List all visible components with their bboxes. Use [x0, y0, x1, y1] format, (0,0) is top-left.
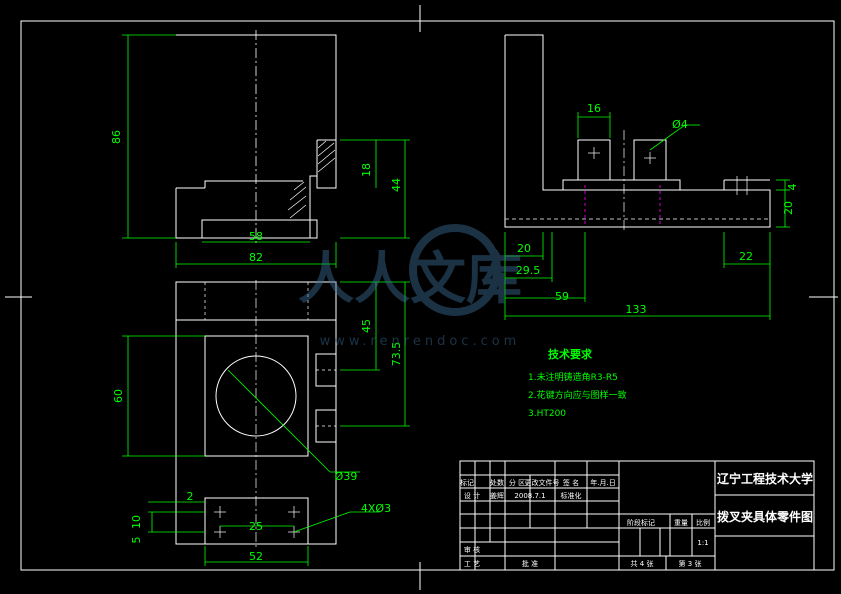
note-3: 3.HT200	[528, 409, 566, 419]
front-hatch	[287, 140, 336, 219]
dim-side-base: 20	[782, 201, 795, 215]
side-hole-marks	[588, 147, 748, 195]
dim-side-off2: 29.5	[516, 264, 541, 277]
watermark-url: www.renrendoc.com	[320, 334, 521, 349]
dim-bore: Ø39	[335, 470, 358, 483]
notes-heading: 技术要求	[548, 347, 593, 361]
title-block	[459, 460, 815, 571]
tb-zone: 分 区	[509, 478, 525, 487]
tb-change-doc: 更改文件号	[525, 478, 560, 487]
tb-sheet-no: 第 3 张	[679, 559, 702, 568]
watermark-logo-text: 人人文库	[298, 247, 522, 312]
dim-front-height: 86	[110, 130, 123, 144]
dim-side-offset: 4	[786, 184, 799, 191]
tb-sign: 签 名	[563, 478, 579, 487]
front-view	[175, 34, 337, 239]
tb-approve-label: 批 准	[522, 559, 538, 568]
front-dim-lines	[122, 34, 410, 268]
dim-hole-spacing: 25	[249, 520, 263, 533]
dim-front-inner: 58	[249, 230, 263, 243]
tb-school: 辽宁工程技术大学	[717, 471, 813, 486]
dim-small-10: 10	[130, 515, 143, 529]
dim-holes: 4XØ3	[361, 502, 391, 515]
dim-side-off3: 59	[555, 290, 569, 303]
dim-top-h3: 60	[112, 389, 125, 403]
side-hidden-holes	[584, 185, 661, 227]
note-2: 2.花键方向应与图样一致	[528, 389, 627, 401]
tb-designer: 姜辉	[490, 491, 504, 500]
tb-date: 2008.7.1	[514, 492, 545, 500]
tb-scale-label: 比例	[696, 518, 710, 527]
tb-design-label: 设 计	[464, 491, 480, 500]
top-base-holes	[214, 506, 300, 538]
tb-stage-label: 阶段标记	[627, 518, 655, 527]
dim-side-width: 22	[739, 250, 753, 263]
top-dim-lines	[122, 281, 410, 566]
tb-sheets: 共 4 张	[631, 559, 654, 568]
tb-process-label: 工 艺	[464, 560, 480, 568]
dim-side-off1: 20	[517, 242, 531, 255]
technical-notes: 技术要求 1.未注明铸造角R3-R5 2.花键方向应与图样一致 3.HT200	[528, 347, 627, 419]
dim-base-width: 52	[249, 550, 263, 563]
dim-side-total: 133	[626, 303, 647, 316]
dim-slot-height: 18	[360, 163, 373, 177]
tb-review-label: 审 核	[464, 545, 480, 554]
tb-count: 处数	[490, 478, 504, 487]
dim-small-2: 2	[187, 490, 194, 503]
side-view	[504, 34, 771, 228]
tb-date-head: 年.月.日	[590, 478, 615, 487]
dim-top-h1: 45	[360, 319, 373, 333]
tb-std-label: 标准化	[561, 491, 582, 500]
dim-side-block: 16	[587, 102, 601, 115]
drawing-frame	[20, 20, 835, 571]
dim-boss-height: 44	[390, 178, 403, 192]
dim-side-hole: Ø4	[672, 118, 688, 131]
watermark-logo-ring	[409, 224, 501, 316]
tb-weight-label: 重量	[674, 519, 688, 527]
title-block-text: 标记 处数 分 区 更改文件号 签 名 年.月.日 设 计 姜辉 2008.7.…	[460, 478, 710, 568]
tb-part-name: 拨叉夹具体零件图	[717, 509, 813, 524]
tb-scale-value: 1:1	[697, 539, 708, 547]
tb-mark: 标记	[460, 478, 474, 487]
watermark: 人人文库 www.renrendoc.com	[298, 224, 522, 349]
side-dim-lines	[504, 112, 790, 320]
note-1: 1.未注明铸造角R3-R5	[528, 371, 618, 383]
centering-marks	[5, 5, 838, 590]
dim-front-width: 82	[249, 251, 263, 264]
dim-top-h2: 73.5	[390, 342, 403, 367]
top-hidden-lines	[204, 282, 336, 427]
dim-small-5: 5	[130, 537, 143, 544]
title-block-headings: 辽宁工程技术大学 拨叉夹具体零件图	[717, 471, 813, 524]
top-view	[175, 281, 337, 545]
